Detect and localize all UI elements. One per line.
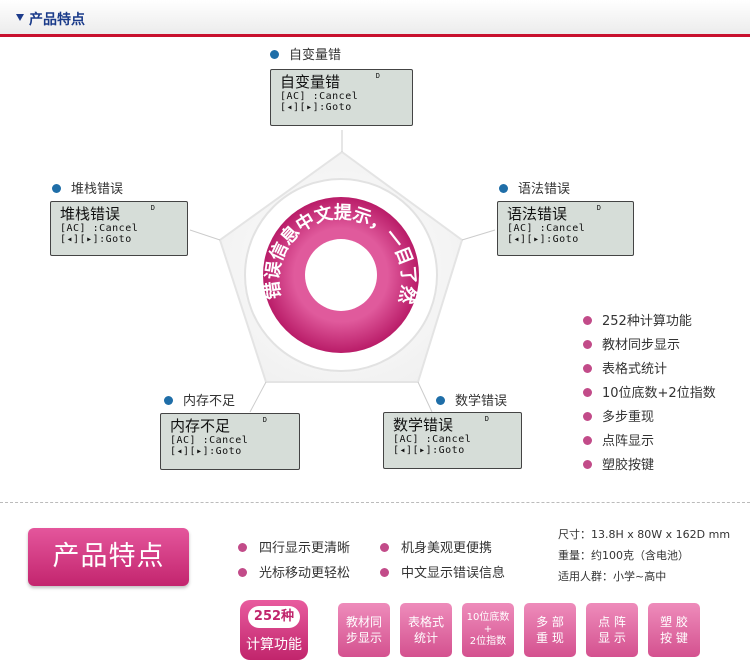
tile-dot-matrix: 点 阵显 示: [586, 603, 638, 657]
tag-math-error: 数学错误: [436, 390, 507, 409]
feature-list: 252种计算功能 教材同步显示 表格式统计 10位底数+2位指数 多步重现 点阵…: [583, 310, 716, 478]
bottom-feature-item: 光标移动更轻松: [238, 562, 350, 581]
dashed-divider: [0, 502, 750, 503]
feature-item: 塑胶按键: [583, 454, 716, 478]
lcd-math-error: 数学错误 D [AC] :Cancel [◂][▸]:Goto: [383, 412, 522, 469]
lcd-stack-error: 堆栈错误 D [AC] :Cancel [◂][▸]:Goto: [50, 201, 188, 256]
spec-weight: 重量：约100克（含电池）: [558, 549, 689, 562]
tile-table-stats: 表格式统计: [400, 603, 452, 657]
center-hole: [305, 239, 377, 311]
lcd-memory-error: 内存不足 D [AC] :Cancel [◂][▸]:Goto: [160, 413, 300, 470]
section-header: 产品特点: [0, 0, 750, 37]
feature-item: 表格式统计: [583, 358, 716, 382]
feature-item: 教材同步显示: [583, 334, 716, 358]
tile-plastic-keys: 塑 胶按 键: [648, 603, 700, 657]
spec-audience: 适用人群：小学~高中: [558, 570, 667, 583]
product-features-badge: 产品特点: [28, 528, 189, 586]
spec-size: 尺寸：13.8H x 80W x 162D mm: [558, 528, 731, 541]
tile-textbook-sync: 教材同步显示: [338, 603, 390, 657]
lcd-argument-error: 自变量错 D [AC] :Cancel [◂][▸]:Goto: [270, 69, 413, 126]
error-message-diagram: 错误信息中文提示，一目了然 自变量错 自变量错 D [AC] :Cancel […: [0, 40, 750, 500]
feature-item: 点阵显示: [583, 430, 716, 454]
tag-argument-error: 自变量错: [270, 44, 341, 63]
feature-item: 10位底数+2位指数: [583, 382, 716, 406]
tile-multi-replay: 多 部重 现: [524, 603, 576, 657]
feature-item: 252种计算功能: [583, 310, 716, 334]
feature-item: 多步重现: [583, 406, 716, 430]
tag-syntax-error: 语法错误: [499, 178, 570, 197]
tile-digits: 10位底数+2位指数: [462, 603, 514, 657]
section-title: 产品特点: [29, 12, 85, 28]
bottom-feature-item: 中文显示错误信息: [380, 562, 505, 581]
collapse-arrow-icon[interactable]: [16, 14, 24, 21]
tag-memory-error: 内存不足: [164, 390, 235, 409]
bottom-feature-item: 四行显示更清晰: [238, 537, 350, 556]
function-count-badge: 252种 计算功能: [240, 600, 308, 660]
lcd-syntax-error: 语法错误 D [AC] :Cancel [◂][▸]:Goto: [497, 201, 634, 256]
pentagon-graphic: 错误信息中文提示，一目了然: [189, 130, 496, 413]
tag-stack-error: 堆栈错误: [52, 178, 123, 197]
bottom-feature-item: 机身美观更便携: [380, 537, 492, 556]
